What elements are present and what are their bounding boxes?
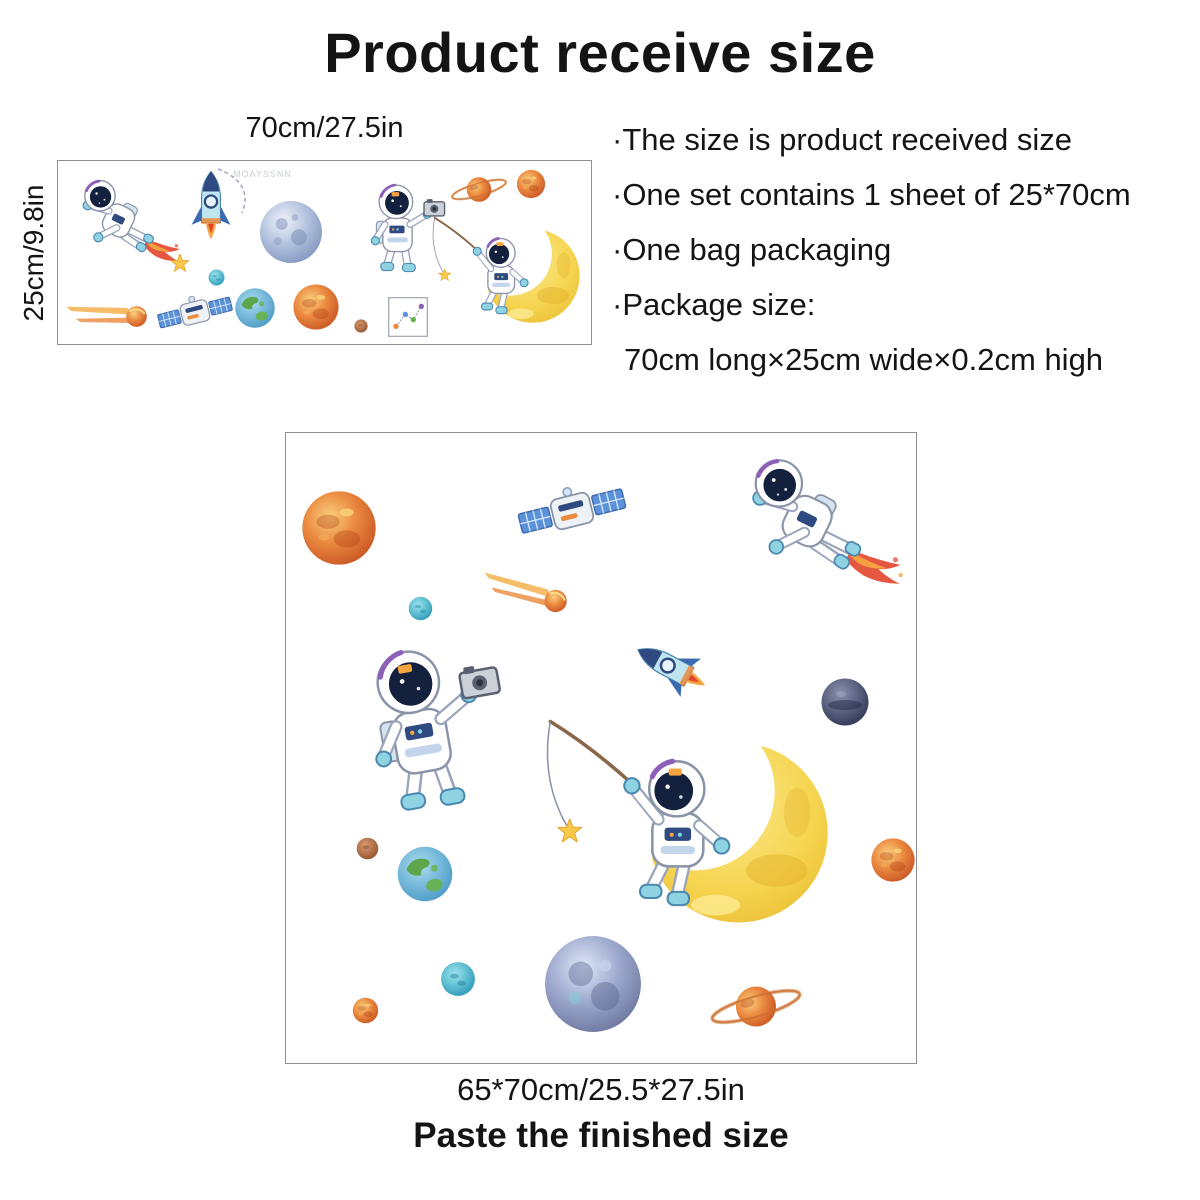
astronaut-flying-icon bbox=[83, 181, 181, 262]
planet-teal-icon bbox=[208, 269, 225, 286]
pasted-preview-image bbox=[285, 432, 917, 1064]
planet-saturn-icon bbox=[707, 975, 805, 1038]
planet-maroon-icon bbox=[354, 319, 368, 333]
planet-maroon-icon bbox=[356, 837, 379, 860]
sticker-sheet-image: MOAYSSNN bbox=[57, 160, 592, 345]
watermark: MOAYSSNN bbox=[233, 169, 292, 179]
astronaut-moon-icon bbox=[547, 722, 827, 923]
planet-orange-icon bbox=[352, 997, 379, 1024]
package-size-value: 70cm long×25cm wide×0.2cm high bbox=[624, 342, 1104, 377]
astronaut-camera-icon bbox=[359, 637, 518, 816]
page-title: Product receive size bbox=[324, 21, 876, 84]
astronaut-moon-icon bbox=[433, 218, 580, 323]
planet-purple-icon bbox=[545, 936, 641, 1032]
sheet-height-label: 25cm/9.8in bbox=[18, 184, 49, 322]
detail-item: ·One set contains 1 sheet of 25*70cm bbox=[612, 177, 1131, 212]
pasted-size-label: 65*70cm/25.5*27.5in bbox=[457, 1072, 745, 1107]
rocket-icon bbox=[626, 629, 717, 706]
planet-teal-icon bbox=[441, 962, 475, 996]
comet-icon bbox=[477, 570, 571, 616]
detail-item: ·One bag packaging bbox=[612, 232, 892, 267]
comet-icon bbox=[65, 305, 148, 328]
pasted-caption: Paste the finished size bbox=[413, 1116, 789, 1155]
astronaut-flying-icon bbox=[753, 460, 903, 583]
planet-earth-icon bbox=[397, 846, 453, 902]
sheet-width-label: 70cm/27.5in bbox=[245, 112, 404, 144]
sheet-illustration: MOAYSSNN bbox=[65, 168, 591, 337]
rocket-icon bbox=[190, 170, 232, 241]
planet-rock-icon bbox=[259, 200, 323, 264]
product-details: ·The size is product received size ·One … bbox=[612, 122, 1200, 397]
detail-item: ·The size is product received size bbox=[612, 122, 1073, 157]
satellite-icon bbox=[156, 293, 234, 332]
detail-item: ·Package size: bbox=[612, 287, 816, 322]
planet-teal-icon bbox=[408, 596, 433, 621]
planet-orange-icon bbox=[293, 284, 339, 330]
sticker-chart-icon bbox=[388, 297, 428, 337]
planet-orange-icon bbox=[302, 491, 376, 565]
pasted-illustration bbox=[302, 433, 915, 1063]
astronaut-camera-icon bbox=[359, 637, 518, 816]
planet-earth-icon bbox=[235, 288, 275, 328]
planet-dark-icon bbox=[821, 678, 869, 726]
rocket-icon bbox=[626, 629, 717, 706]
planet-orange-icon bbox=[516, 169, 546, 199]
satellite-icon bbox=[516, 483, 628, 539]
star-icon bbox=[170, 253, 190, 272]
planet-orange-icon bbox=[871, 838, 915, 882]
rocket-trail-line bbox=[217, 168, 246, 214]
planet-saturn-icon bbox=[448, 169, 510, 210]
